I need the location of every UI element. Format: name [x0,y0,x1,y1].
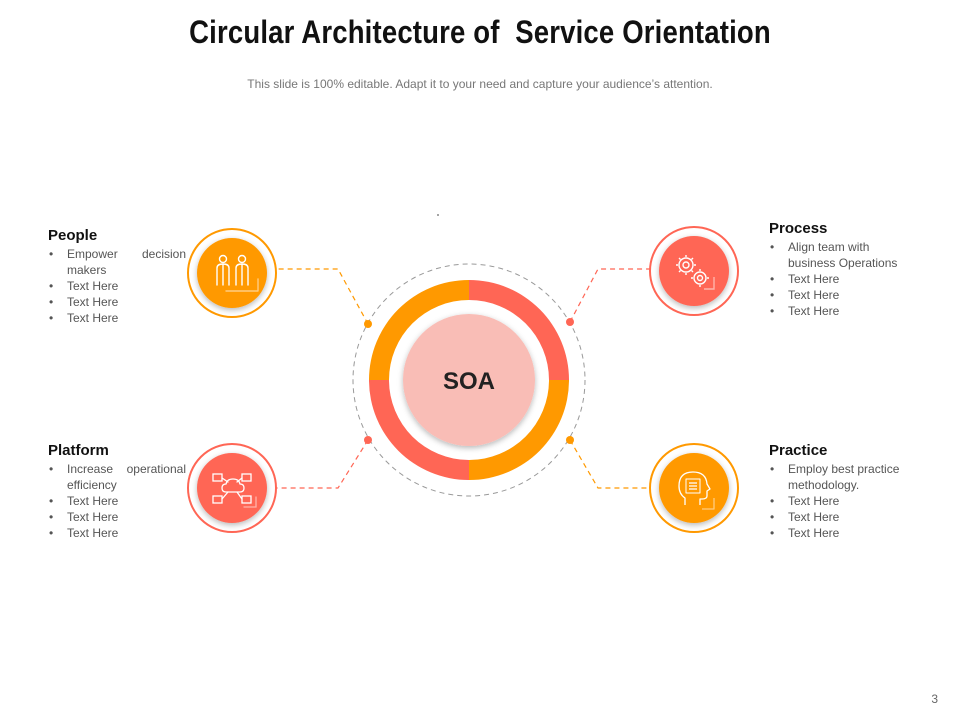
ring-segment-top-left [369,280,469,380]
platform-text-block: Platform Increase operational efficiency… [48,442,186,541]
ring-segment-bottom-right [469,380,569,480]
center-label: SOA [443,368,495,395]
process-text-block: Process Align team with business Operati… [769,220,909,319]
connector-dot-practice [566,436,574,444]
list-item: Text Here [48,310,186,326]
people-title: People [48,227,98,244]
practice-title: Practice [769,442,828,459]
list-item: Align team with business Operations [769,239,909,271]
platform-title: Platform [48,442,109,459]
list-item: Text Here [769,287,909,303]
people-icon [216,254,259,292]
center-circle [403,314,535,446]
connector-process [569,268,652,323]
practice-bullet-list: Employ best practice methodology. Text H… [769,461,914,541]
list-item: Text Here [769,525,914,541]
ring-segment-bottom-left [369,380,469,480]
page-number: 3 [931,692,938,706]
gears-icon [676,255,715,290]
connector-dot-people [364,320,372,328]
connector-people [274,268,369,325]
node-practice [649,443,739,533]
list-item: Text Here [48,278,186,294]
connector-dot-process [566,318,574,326]
people-text-block: People Empower decision makers Text Here… [48,227,186,326]
list-item: Text Here [48,509,186,525]
list-item: Text Here [48,525,186,541]
list-item: Increase operational efficiency [48,461,186,493]
practice-text-block: Practice Employ best practice methodolog… [769,442,914,541]
head-brain-icon [678,471,715,510]
list-item: Empower decision makers [48,246,186,278]
platform-bullet-list: Increase operational efficiency Text Her… [48,461,186,541]
connector-practice [569,439,654,489]
connector-dot-platform [364,436,372,444]
stray-dot [437,214,439,216]
slide-title: Circular Architecture of Service Orienta… [189,14,771,50]
node-platform [187,443,277,533]
network-cloud-icon [212,473,257,508]
list-item: Text Here [48,493,186,509]
list-item: Text Here [769,271,909,287]
people-bullet-list: Empower decision makers Text Here Text H… [48,246,186,326]
process-bullet-list: Align team with business Operations Text… [769,239,909,319]
list-item: Text Here [769,493,914,509]
node-people [187,228,277,318]
list-item: Text Here [769,509,914,525]
connector-platform [276,439,369,489]
list-item: Employ best practice methodology. [769,461,914,493]
node-process [649,226,739,316]
list-item: Text Here [48,294,186,310]
ring-segment-top-right [469,280,569,380]
process-title: Process [769,220,828,237]
slide-subtitle: This slide is 100% editable. Adapt it to… [247,77,713,91]
outer-dashed-ring [352,263,586,497]
list-item: Text Here [769,303,909,319]
